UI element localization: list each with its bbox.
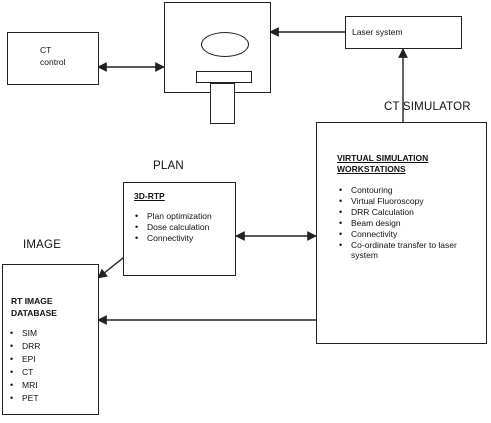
rt-image-database-box: RT IMAGE DATABASE SIM DRR EPI CT MRI PET <box>2 264 99 415</box>
list-item: CT <box>8 367 92 377</box>
gantry-bore-icon <box>201 32 249 57</box>
list-item: MRI <box>8 380 92 390</box>
ct-control-box: CT control <box>7 32 99 85</box>
image-section-label: IMAGE <box>23 239 62 251</box>
image-heading-line1: RT IMAGE <box>11 296 53 306</box>
list-item: Plan optimization <box>133 211 231 221</box>
workstation-heading-line1: VIRTUAL SIMULATION <box>337 153 429 163</box>
ct-simulator-label: CT SIMULATOR <box>384 101 471 113</box>
plan-feature-list: Plan optimization Dose calculation Conne… <box>133 211 231 244</box>
list-item: SIM <box>8 328 92 338</box>
image-heading-line2: DATABASE <box>11 308 57 318</box>
list-item: DRR <box>8 341 92 351</box>
couch-base-icon <box>210 83 235 124</box>
laser-system-box: Laser system <box>345 16 462 49</box>
list-item: Connectivity <box>133 233 231 243</box>
list-item: Co-ordinate transfer to laser system <box>337 240 482 260</box>
virtual-simulation-workstation-box: VIRTUAL SIMULATION WORKSTATIONS Contouri… <box>316 122 487 344</box>
plan-heading: 3D-RTP <box>134 191 165 201</box>
ct-control-label-line1: CT <box>40 45 52 55</box>
list-item: DRR Calculation <box>337 207 482 217</box>
list-item: Contouring <box>337 185 482 195</box>
list-item: EPI <box>8 354 92 364</box>
workstation-heading-line2: WORKSTATIONS <box>337 164 406 174</box>
list-item: Virtual Fluoroscopy <box>337 196 482 206</box>
workstation-feature-list: Contouring Virtual Fluoroscopy DRR Calcu… <box>337 185 482 261</box>
image-modality-list: SIM DRR EPI CT MRI PET <box>8 328 92 406</box>
list-item: Beam design <box>337 218 482 228</box>
laser-system-label: Laser system <box>352 27 403 37</box>
plan-3d-rtp-box: 3D-RTP Plan optimization Dose calculatio… <box>123 182 236 276</box>
ct-gantry-box <box>164 2 271 124</box>
ct-control-label-line2: control <box>40 57 66 67</box>
list-item: PET <box>8 393 92 403</box>
couch-top-icon <box>196 71 252 83</box>
list-item: Connectivity <box>337 229 482 239</box>
plan-section-label: PLAN <box>153 160 184 172</box>
list-item: Dose calculation <box>133 222 231 232</box>
